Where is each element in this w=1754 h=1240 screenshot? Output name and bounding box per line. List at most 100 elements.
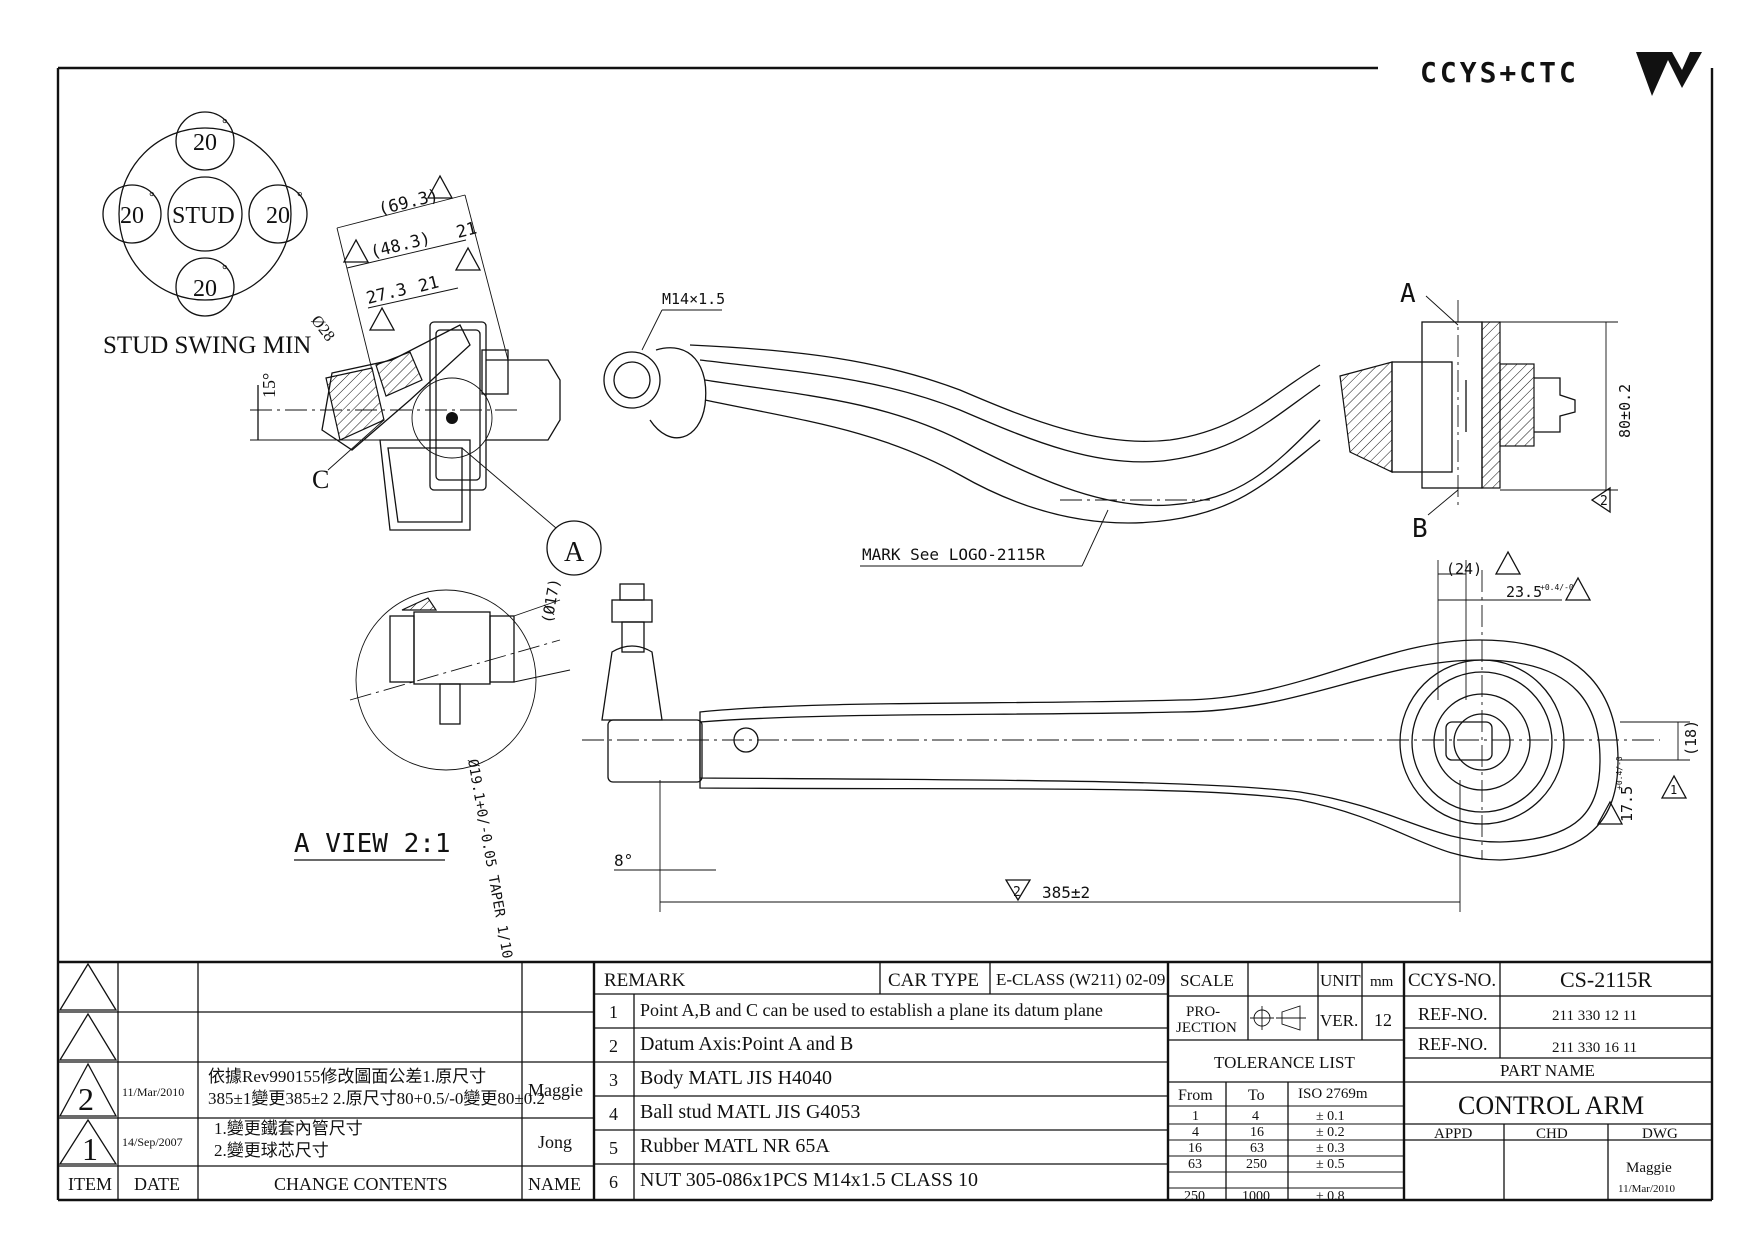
dim-17-5-tol: +0.4/-0 bbox=[1615, 756, 1624, 790]
rev-contents-2b: 385±1變更385±2 2.原尺寸80+0.5/-0變更80±0.2 bbox=[208, 1089, 545, 1108]
ccys-label: CCYS-NO. bbox=[1408, 970, 1496, 991]
dim-angle-8: 8° bbox=[614, 851, 633, 870]
dim-angle-15: 15° bbox=[259, 373, 279, 398]
hdr-name: NAME bbox=[528, 1174, 581, 1194]
chd-label: CHD bbox=[1536, 1126, 1568, 1142]
ref-number-1: 211 330 12 11 bbox=[1552, 1008, 1637, 1024]
rev-name-1: Jong bbox=[538, 1132, 572, 1152]
logo-mark-icon bbox=[1636, 52, 1702, 96]
remark-text-3: Body MATL JIS H4040 bbox=[640, 1067, 832, 1089]
dim-69-3: (69.3) bbox=[376, 186, 440, 220]
stud-swing-min-label: STUD SWING MIN bbox=[103, 332, 311, 359]
title-block: 2 1 11/Mar/2010 14/Sep/2007 依據Rev990155修… bbox=[58, 960, 1712, 1204]
tol-hdr-from: From bbox=[1178, 1087, 1213, 1104]
tol-hdr-iso: ISO 2769m bbox=[1298, 1086, 1368, 1102]
hdr-contents: CHANGE CONTENTS bbox=[274, 1174, 448, 1194]
car-type-label: CAR TYPE bbox=[888, 970, 979, 991]
appd-label: APPD bbox=[1434, 1126, 1473, 1142]
swing-right: 20 bbox=[266, 203, 290, 229]
hdr-date: DATE bbox=[134, 1174, 180, 1194]
view-a-callout: A bbox=[564, 537, 585, 568]
rev-contents-1a: 1.變更鐵套內管尺寸 bbox=[214, 1119, 363, 1138]
point-b-label: B bbox=[1412, 514, 1428, 544]
hdr-item: ITEM bbox=[68, 1174, 112, 1194]
logo-text: CCYS+CTC bbox=[1420, 56, 1579, 89]
deg: ° bbox=[222, 263, 228, 278]
projection-label-2: JECTION bbox=[1176, 1020, 1237, 1036]
part-name: CONTROL ARM bbox=[1458, 1091, 1644, 1120]
ref-label-1: REF-NO. bbox=[1418, 1004, 1488, 1024]
remark-text-4: Ball stud MATL JIS G4053 bbox=[640, 1101, 860, 1123]
tol-to-1: 4 bbox=[1252, 1109, 1259, 1124]
tri-1-label: 1 bbox=[1670, 783, 1677, 797]
tol-val-2: ± 0.2 bbox=[1316, 1125, 1345, 1140]
dim-18: (18) bbox=[1682, 720, 1700, 756]
dim-23-5-tol: +0.4/-0 bbox=[1540, 583, 1574, 592]
stud-label: STUD bbox=[172, 203, 235, 229]
remark-title: REMARK bbox=[604, 970, 686, 991]
section-view: 15° C Ø28 (69.3) (48.3) 21 27.3 21 A bbox=[250, 174, 602, 576]
bottom-view-arm: 2 385±2 8° (24) 23.5 +0.4/-0 (Ø17) (18) … bbox=[538, 550, 1700, 912]
remark-num-4: 4 bbox=[609, 1104, 618, 1124]
remark-num-1: 1 bbox=[609, 1002, 618, 1022]
tol-val-5: ± 0.8 bbox=[1316, 1189, 1345, 1204]
tol-from-4: 63 bbox=[1188, 1157, 1202, 1172]
deg: ° bbox=[297, 190, 303, 205]
stud-swing-diagram: 20 20 20 20 ° ° ° ° STUD STUD SWING MIN bbox=[102, 111, 311, 359]
dim-taper: Ø19.1+0/-0.05 TAPER 1/10 bbox=[464, 758, 515, 960]
ver-label: VER. bbox=[1320, 1011, 1358, 1030]
a-view-detail: Ø19.1+0/-0.05 TAPER 1/10 A VIEW 2:1 bbox=[294, 589, 571, 960]
dim-m14: M14×1.5 bbox=[662, 290, 725, 308]
ref-number-2: 211 330 16 11 bbox=[1552, 1040, 1637, 1056]
remark-num-3: 3 bbox=[609, 1070, 618, 1090]
tolerance-title: TOLERANCE LIST bbox=[1214, 1053, 1355, 1072]
dim-dia28: Ø28 bbox=[307, 313, 337, 345]
a-view-title: A VIEW 2:1 bbox=[294, 829, 451, 859]
dim-dia17: (Ø17) bbox=[538, 577, 564, 625]
unit-label: UNIT bbox=[1320, 971, 1361, 990]
part-name-label: PART NAME bbox=[1500, 1061, 1595, 1080]
tol-hdr-to: To bbox=[1248, 1087, 1265, 1104]
remark-text-5: Rubber MATL NR 65A bbox=[640, 1135, 830, 1157]
ver-value: 12 bbox=[1374, 1010, 1392, 1030]
scale-label: SCALE bbox=[1180, 971, 1234, 990]
rev-contents-2a: 依據Rev990155修改圖面公差1.原尺寸 bbox=[208, 1067, 486, 1086]
ccys-number: CS-2115R bbox=[1560, 967, 1652, 992]
remark-text-6: NUT 305-086x1PCS M14x1.5 CLASS 10 bbox=[640, 1169, 978, 1191]
dwg-name: Maggie bbox=[1626, 1160, 1672, 1176]
remark-num-6: 6 bbox=[609, 1172, 618, 1192]
swing-left: 20 bbox=[120, 203, 144, 229]
rev-contents-1b: 2.變更球芯尺寸 bbox=[214, 1141, 329, 1160]
rev-name-2: Maggie bbox=[528, 1080, 583, 1100]
tol-to-5: 1000 bbox=[1242, 1189, 1270, 1204]
dim-24: (24) bbox=[1446, 560, 1482, 578]
tol-val-1: ± 0.1 bbox=[1316, 1109, 1345, 1124]
rev-item-2: 2 bbox=[78, 1081, 94, 1117]
rev-item-1: 1 bbox=[82, 1131, 98, 1167]
tol-from-1: 1 bbox=[1192, 1109, 1199, 1124]
dim-21-b: 21 bbox=[416, 272, 441, 296]
dwg-label: DWG bbox=[1642, 1126, 1678, 1142]
swing-top: 20 bbox=[193, 130, 217, 156]
tol-from-3: 16 bbox=[1188, 1141, 1202, 1156]
dwg-date: 11/Mar/2010 bbox=[1618, 1183, 1676, 1195]
dim-17-5: 17.5 bbox=[1618, 786, 1636, 822]
tol-to-3: 63 bbox=[1250, 1141, 1264, 1156]
remark-text-1: Point A,B and C can be used to establish… bbox=[640, 1000, 1103, 1020]
tri-2-label: 2 bbox=[1600, 494, 1608, 509]
top-view-arm: M14×1.5 MARK See LOGO-2115R A B 80±0.2 2 bbox=[603, 279, 1634, 567]
tol-val-4: ± 0.5 bbox=[1316, 1157, 1345, 1172]
tol-to-2: 16 bbox=[1250, 1125, 1264, 1140]
tol-from-2: 4 bbox=[1192, 1125, 1199, 1140]
tri-2b-label: 2 bbox=[1013, 885, 1021, 900]
projection-label-1: PRO- bbox=[1186, 1004, 1220, 1020]
deg: ° bbox=[222, 117, 228, 132]
tol-from-5: 250 bbox=[1184, 1189, 1205, 1204]
point-a-label: A bbox=[1400, 279, 1416, 309]
company-logo: CCYS+CTC bbox=[1420, 52, 1702, 96]
unit-value: mm bbox=[1370, 974, 1394, 990]
ref-label-2: REF-NO. bbox=[1418, 1034, 1488, 1054]
drawing-frame bbox=[56, 66, 1714, 1202]
dim-21-a: 21 bbox=[454, 218, 479, 242]
